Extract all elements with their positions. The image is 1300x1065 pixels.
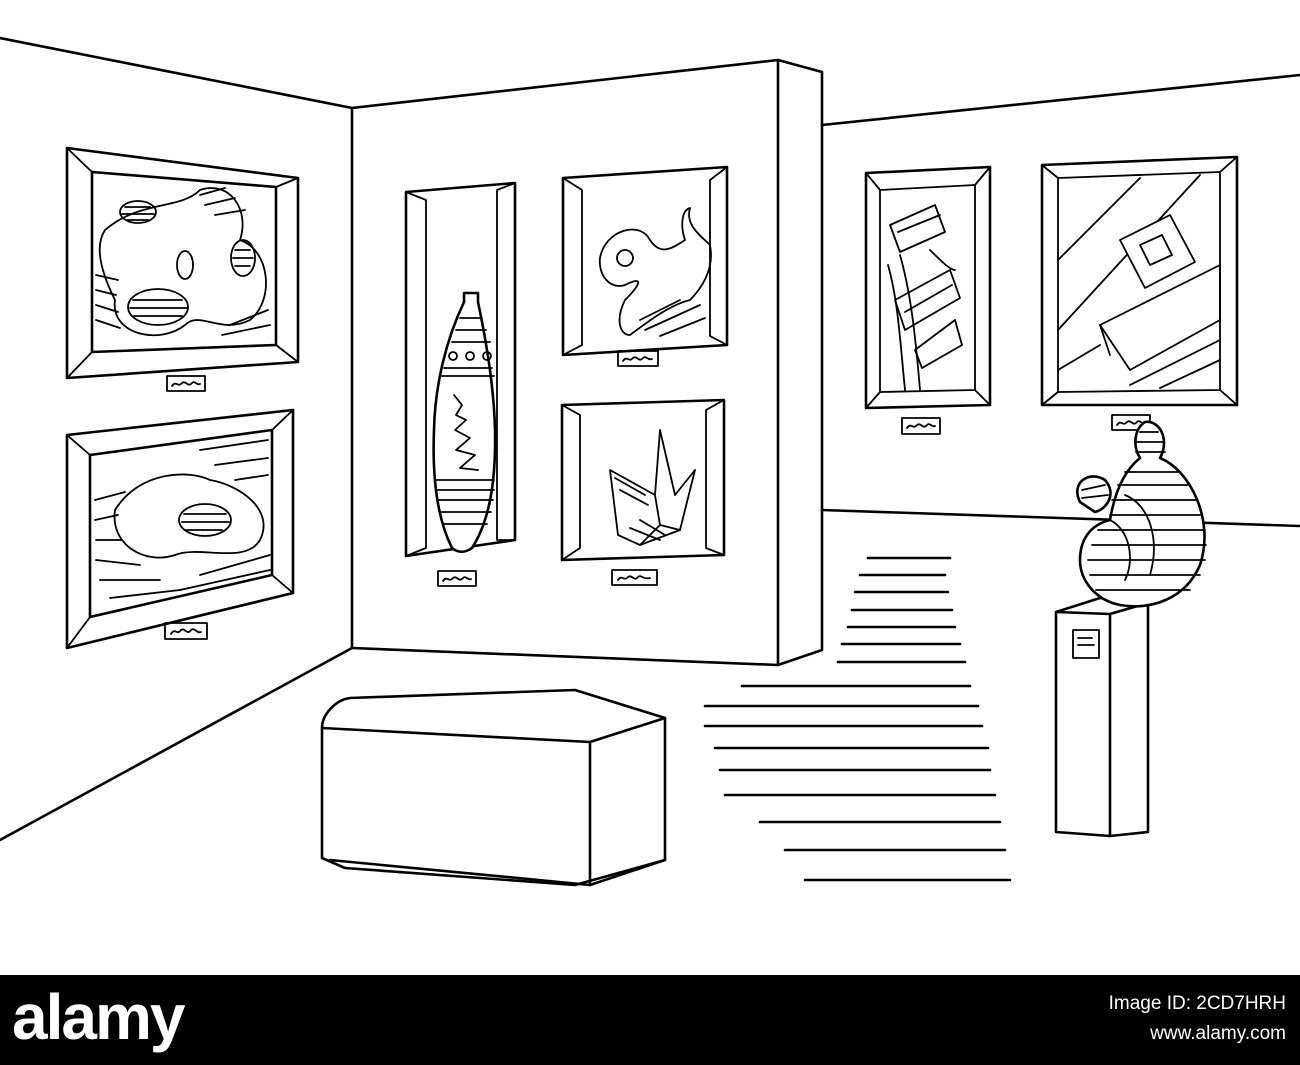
- left-painting-bottom-label: [164, 622, 208, 640]
- center-sculpture-label: [611, 569, 658, 586]
- image-id-label: Image ID: 2CD7HRH: [1108, 993, 1286, 1014]
- floor-lines: [703, 556, 1012, 882]
- left-painting-bottom: [65, 408, 295, 650]
- watermark-bar: alamy Image ID: 2CD7HRH www.alamy.com: [0, 975, 1300, 1065]
- right-painting-small-label: [901, 417, 941, 435]
- spiral-sculpture: [1076, 420, 1207, 608]
- watermark-meta: Image ID: 2CD7HRH www.alamy.com: [1109, 989, 1286, 1049]
- right-painting-large: [1040, 155, 1239, 407]
- left-painting-top: [65, 146, 300, 380]
- gallery-interior-scene: [0, 36, 1300, 887]
- vase-niche: [404, 181, 517, 558]
- central-partition-wall: [350, 58, 824, 667]
- bench: [320, 688, 667, 887]
- site-url: www.alamy.com: [1150, 1023, 1286, 1044]
- alamy-logo: alamy: [12, 981, 185, 1053]
- left-painting-top-label: [166, 375, 206, 392]
- room-walls: [0, 36, 1300, 842]
- vase: [432, 291, 497, 554]
- right-painting-small: [864, 165, 992, 410]
- pedestal: [1054, 596, 1150, 838]
- center-sculpture-niche: [560, 398, 726, 562]
- vase-label: [437, 570, 477, 587]
- center-painting-top: [561, 165, 729, 357]
- center-painting-top-label: [617, 350, 659, 367]
